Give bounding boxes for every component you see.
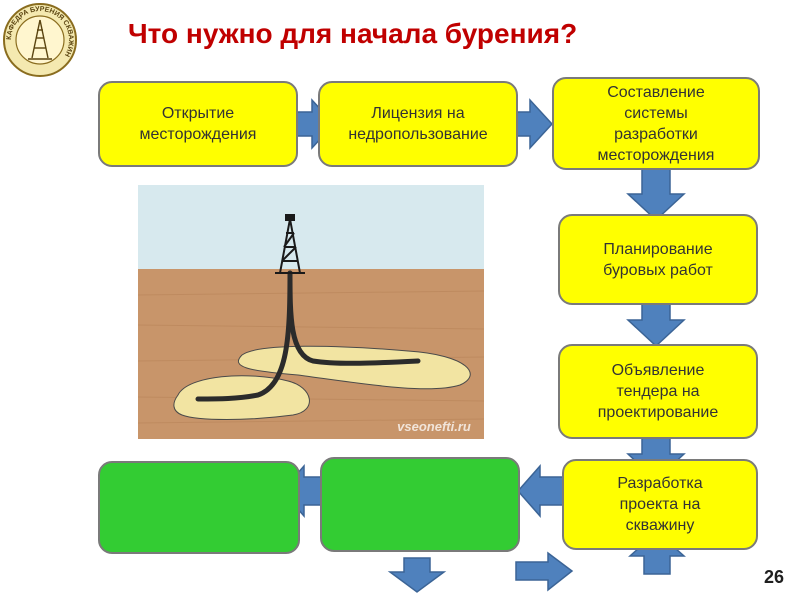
department-logo: КАФЕДРА БУРЕНИЯ СКВАЖИН [3, 3, 77, 77]
step-label: Планирование буровых работ [603, 240, 713, 279]
step-green-2 [320, 457, 520, 552]
reservoir-upper [237, 345, 471, 390]
arrow-left-1 [517, 464, 565, 518]
step-field-discovery: Открытие месторождения [98, 81, 298, 167]
drilling-illustration: vseonefti.ru [138, 185, 484, 439]
step-label: Составление системы разработки месторожд… [597, 83, 715, 164]
slide-title: Что нужно для начала бурения? [128, 18, 578, 49]
step-well-project: Разработка проекта на скважину [562, 459, 758, 550]
arrow-down-1 [626, 165, 686, 222]
step-label: Разработка проекта на скважину [617, 475, 703, 534]
step-drilling-planning: Планирование буровых работ [558, 214, 758, 305]
derrick-icon [28, 19, 52, 60]
arrow-right-3 [515, 551, 574, 592]
step-green-1 [98, 461, 300, 554]
step-subsoil-license: Лицензия на недропользование [318, 81, 518, 167]
wellbore-lower [195, 270, 293, 402]
step-label: Лицензия на недропользование [348, 105, 488, 143]
step-label: Открытие месторождения [139, 105, 257, 143]
step-design-tender: Объявление тендера на проектирование [558, 344, 758, 439]
page-number: 26 [763, 567, 784, 587]
step-label: Объявление тендера на проектирование [597, 362, 719, 421]
image-watermark: vseonefti.ru [397, 419, 471, 434]
derrick-icon [275, 214, 305, 274]
step-development-system: Составление системы разработки месторожд… [552, 77, 760, 170]
arrow-down-4 [387, 557, 447, 593]
